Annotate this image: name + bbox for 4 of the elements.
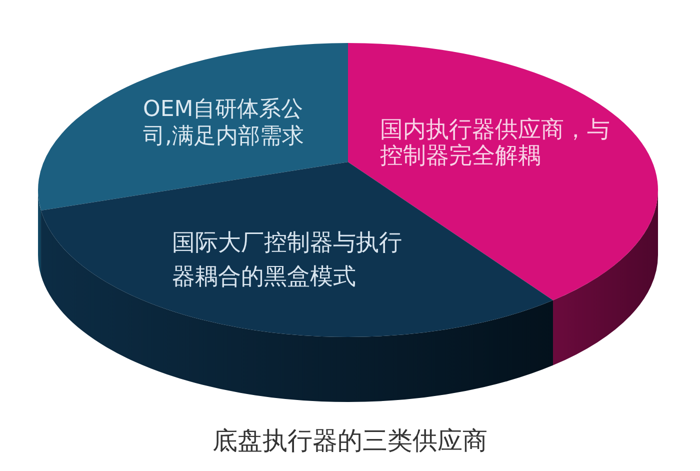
caption: 底盘执行器的三类供应商 <box>212 426 488 456</box>
slice-label: 国内执行器供应商，与控制器完全解耦 <box>380 117 611 169</box>
slice-label: OEM自研体系公司,满足内部需求 <box>143 96 305 150</box>
slice-label: 国际大厂控制器与执行器耦合的黑盒模式 <box>172 229 403 292</box>
